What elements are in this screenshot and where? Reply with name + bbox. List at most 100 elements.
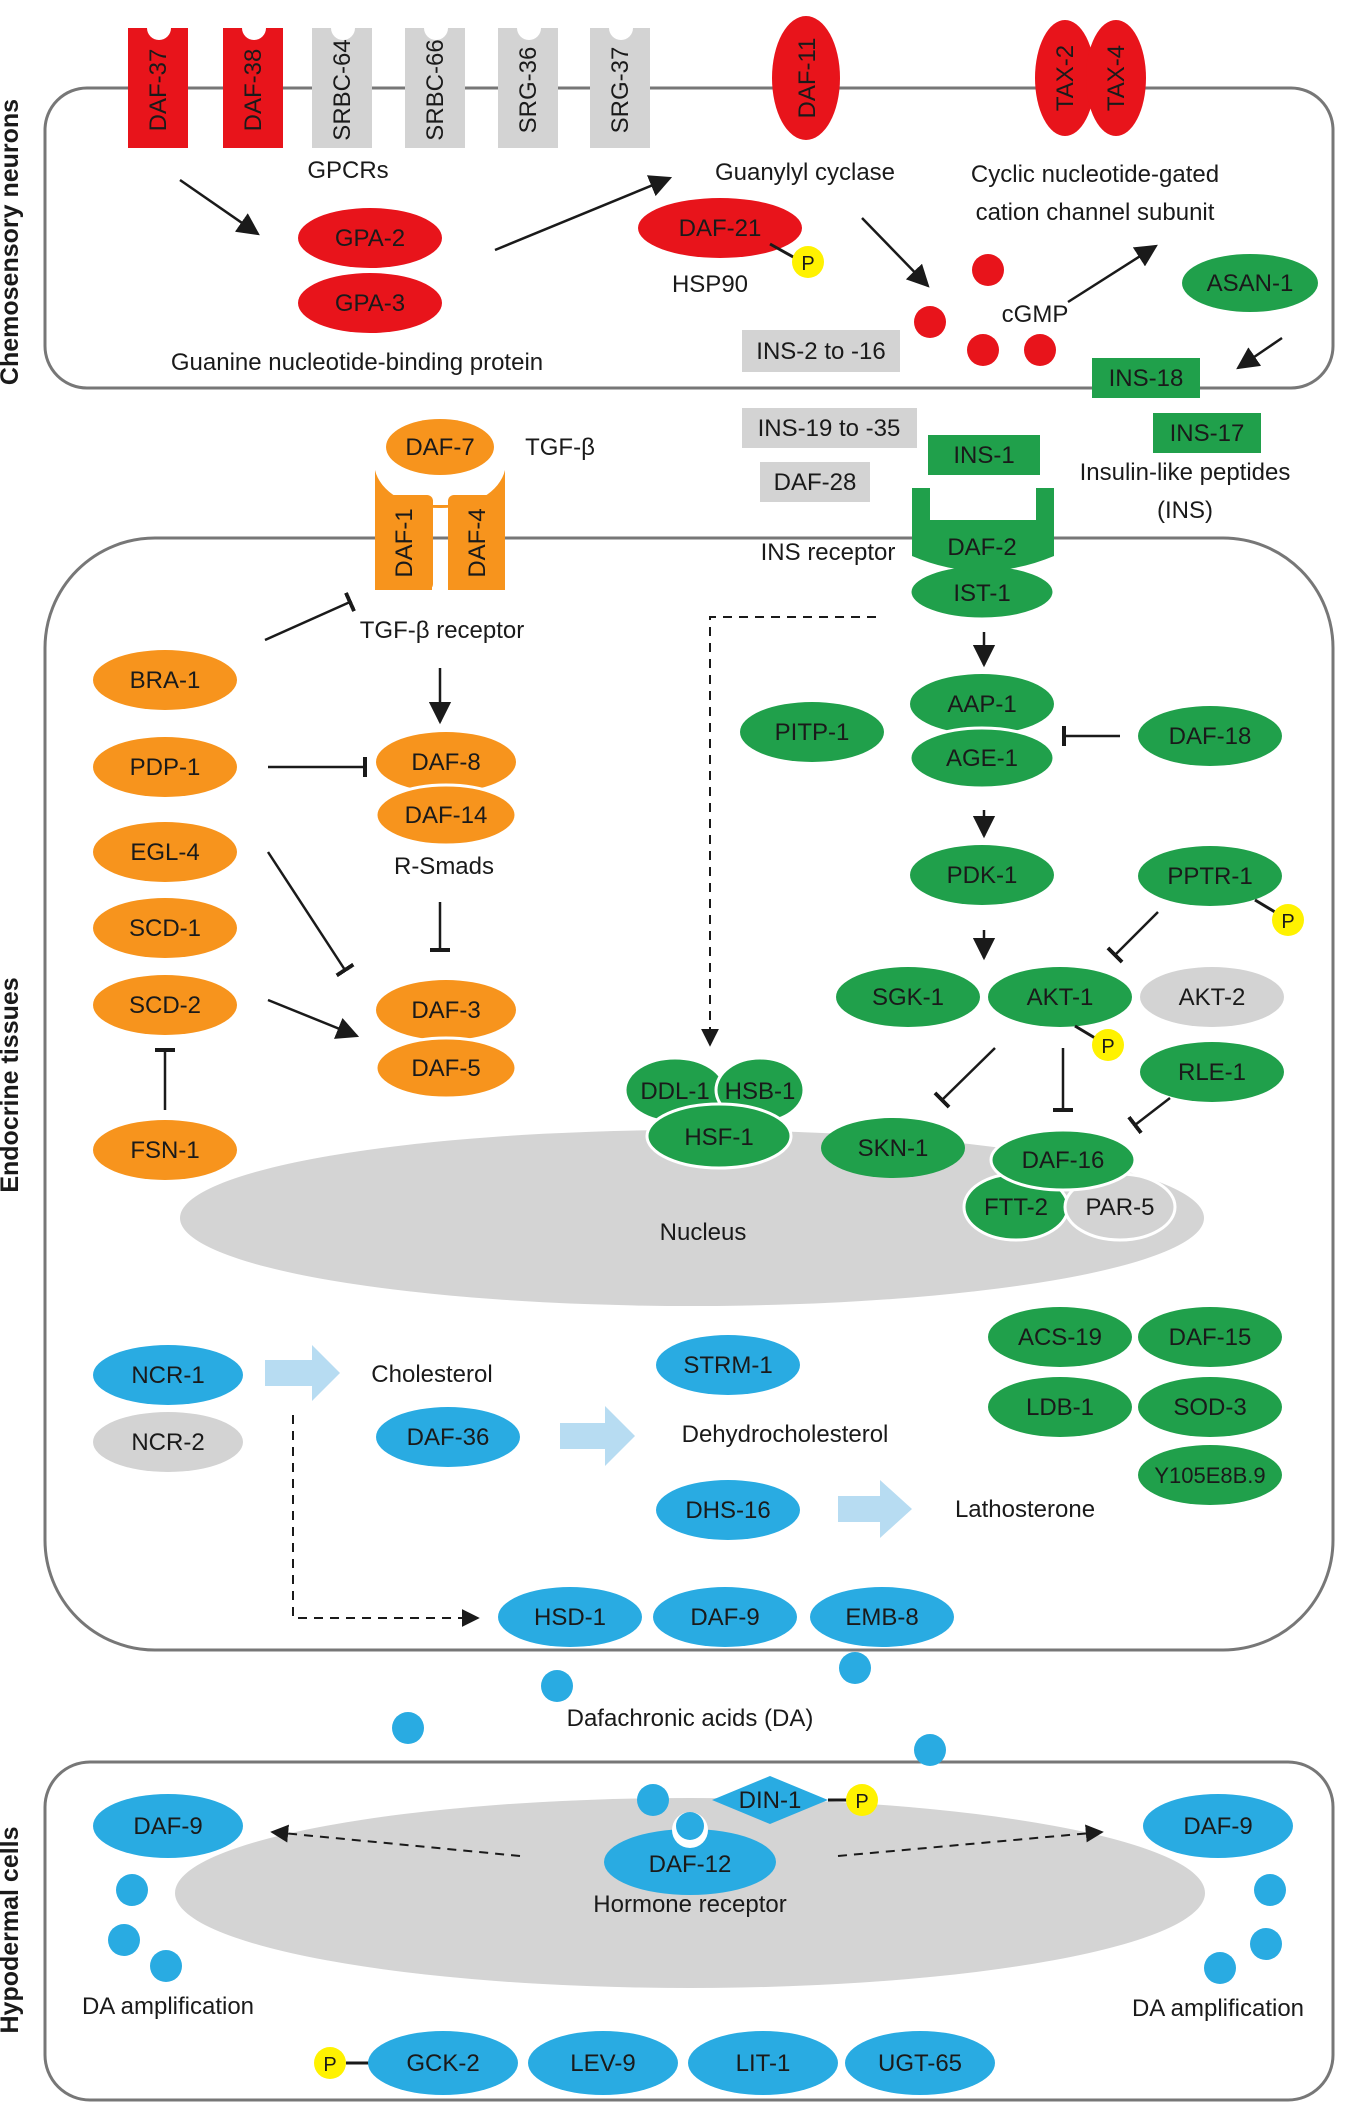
- da-amplification-left-label: DA amplification: [82, 1993, 254, 2020]
- svg-text:P: P: [801, 253, 814, 275]
- hormone-receptor-label: Hormone receptor: [593, 1891, 786, 1918]
- akt-2-node: AKT-2: [1140, 967, 1284, 1027]
- akt-1-node: AKT-1: [988, 967, 1132, 1027]
- svg-text:DDL-1: DDL-1: [640, 1078, 709, 1105]
- svg-text:DAF-14: DAF-14: [405, 802, 488, 829]
- gpcr-receptor-daf-38: DAF-38: [223, 28, 283, 148]
- gpcr-receptor-srbc-64: SRBC-64: [312, 28, 372, 148]
- ugt-65-node: UGT-65: [845, 2031, 995, 2095]
- gpcr-receptor-srg-37: SRG-37: [590, 28, 650, 148]
- pdp-1-node: PDP-1: [93, 737, 237, 797]
- svg-text:GPA-2: GPA-2: [335, 225, 405, 252]
- svg-text:PDP-1: PDP-1: [130, 754, 201, 781]
- skn-1-node: SKN-1: [821, 1118, 965, 1178]
- scd-1-node: SCD-1: [93, 898, 237, 958]
- svg-text:LDB-1: LDB-1: [1026, 1394, 1094, 1421]
- svg-text:PDK-1: PDK-1: [947, 862, 1018, 889]
- svg-text:DAF-7: DAF-7: [405, 434, 474, 461]
- svg-text:IST-1: IST-1: [953, 580, 1010, 607]
- svg-text:SCD-1: SCD-1: [129, 915, 201, 942]
- daf-36-node: DAF-36: [376, 1407, 520, 1467]
- conversion-arrow: [265, 1345, 340, 1401]
- svg-text:INS-17: INS-17: [1170, 420, 1245, 447]
- daf-18-node: DAF-18: [1138, 706, 1282, 766]
- dafachronic-acid-molecule: [108, 1924, 140, 1956]
- sod-3-node: SOD-3: [1138, 1377, 1282, 1437]
- svg-text:DHS-16: DHS-16: [685, 1497, 770, 1524]
- svg-text:DAF-15: DAF-15: [1169, 1324, 1252, 1351]
- daf-9-hypodermal-right-node: DAF-9: [1143, 1794, 1293, 1858]
- gck-2-phosphate: P: [314, 2047, 346, 2079]
- svg-text:PAR-5: PAR-5: [1086, 1194, 1155, 1221]
- channel-label-line-2: cation channel subunit: [976, 199, 1215, 226]
- ins-19-35-box: INS-19 to -35: [742, 408, 917, 448]
- tax-2-node: TAX-2: [1035, 20, 1095, 136]
- svg-text:DIN-1: DIN-1: [739, 1787, 802, 1814]
- cgmp-molecule: [914, 306, 946, 338]
- gpcr-receptor-srbc-66: SRBC-66: [405, 28, 465, 148]
- ins-18-box: INS-18: [1092, 358, 1200, 398]
- lit-1-node: LIT-1: [688, 2031, 838, 2095]
- svg-text:DAF-9: DAF-9: [1183, 1813, 1252, 1840]
- dafachronic-acid-molecule: [541, 1670, 573, 1702]
- svg-text:GCK-2: GCK-2: [406, 2050, 479, 2077]
- age-1-node: AGE-1: [908, 726, 1056, 790]
- pptr-1-phosphate: P: [1272, 904, 1304, 936]
- ftt-2-node: FTT-2: [962, 1172, 1070, 1242]
- endocrine-nucleus: [180, 1130, 1204, 1306]
- ins-peptides-label-2: (INS): [1157, 497, 1213, 524]
- conversion-arrow: [560, 1406, 635, 1466]
- daf-9-endocrine-node: DAF-9: [653, 1587, 797, 1647]
- svg-text:DAF-11: DAF-11: [794, 38, 821, 119]
- dafachronic-acid-molecule: [839, 1652, 871, 1684]
- cholesterol-label: Cholesterol: [371, 1361, 492, 1388]
- hsd-1-node: HSD-1: [498, 1587, 642, 1647]
- dafachronic-acid-molecule: [150, 1950, 182, 1982]
- ins-2-16-box: INS-2 to -16: [742, 330, 900, 372]
- svg-text:INS-1: INS-1: [953, 442, 1014, 469]
- svg-text:INS-18: INS-18: [1109, 365, 1184, 392]
- daf-1-receptor: DAF-1: [375, 470, 440, 590]
- aap-1-node: AAP-1: [910, 674, 1054, 734]
- section-label-hypodermal: Hypodermal cells: [0, 1826, 24, 2033]
- r-smads-label: R-Smads: [394, 853, 494, 880]
- gprotein-label: Guanine nucleotide-binding protein: [171, 349, 543, 376]
- gpa-3-node: GPA-3: [298, 273, 442, 333]
- svg-text:LIT-1: LIT-1: [736, 2050, 791, 2077]
- svg-text:GPA-3: GPA-3: [335, 290, 405, 317]
- daf-11-node: DAF-11: [772, 16, 840, 140]
- svg-text:DAF-1: DAF-1: [391, 508, 418, 577]
- ins-receptor-label: INS receptor: [761, 539, 896, 566]
- gpcr-receptor-daf-37: DAF-37: [128, 28, 188, 148]
- ncr-2-node: NCR-2: [93, 1412, 243, 1472]
- svg-text:Y105E8B.9: Y105E8B.9: [1154, 1463, 1265, 1488]
- svg-text:DAF-8: DAF-8: [411, 749, 480, 776]
- nucleus-label: Nucleus: [660, 1219, 747, 1246]
- egl-4-node: EGL-4: [93, 822, 237, 882]
- svg-text:AGE-1: AGE-1: [946, 745, 1018, 772]
- svg-text:SRBC-66: SRBC-66: [422, 39, 449, 140]
- hsp90-label: HSP90: [672, 271, 748, 298]
- cyclase-label: Guanylyl cyclase: [715, 159, 895, 186]
- daf-8-node: DAF-8: [376, 732, 516, 792]
- dafachronic-acid-molecule: [914, 1734, 946, 1766]
- y105e8b-9-node: Y105E8B.9: [1138, 1445, 1282, 1505]
- ist-1-node: IST-1: [908, 563, 1056, 621]
- svg-text:DAF-4: DAF-4: [464, 508, 491, 577]
- activation-arrows: [179, 175, 1283, 1039]
- dafachronic-acid-molecule: [116, 1874, 148, 1906]
- svg-text:P: P: [1101, 1036, 1114, 1058]
- svg-text:SCD-2: SCD-2: [129, 992, 201, 1019]
- ins-17-box: INS-17: [1153, 413, 1261, 453]
- daf-4-receptor: DAF-4: [440, 470, 505, 590]
- gpa-2-node: GPA-2: [298, 208, 442, 268]
- daf-14-node: DAF-14: [374, 783, 518, 847]
- svg-text:DAF-38: DAF-38: [240, 49, 267, 132]
- svg-text:DAF-28: DAF-28: [774, 469, 857, 496]
- bra-1-node: BRA-1: [93, 650, 237, 710]
- svg-text:AKT-1: AKT-1: [1027, 984, 1094, 1011]
- channel-label-line-1: Cyclic nucleotide-gated: [971, 161, 1219, 188]
- svg-text:NCR-1: NCR-1: [131, 1362, 204, 1389]
- svg-text:STRM-1: STRM-1: [683, 1352, 772, 1379]
